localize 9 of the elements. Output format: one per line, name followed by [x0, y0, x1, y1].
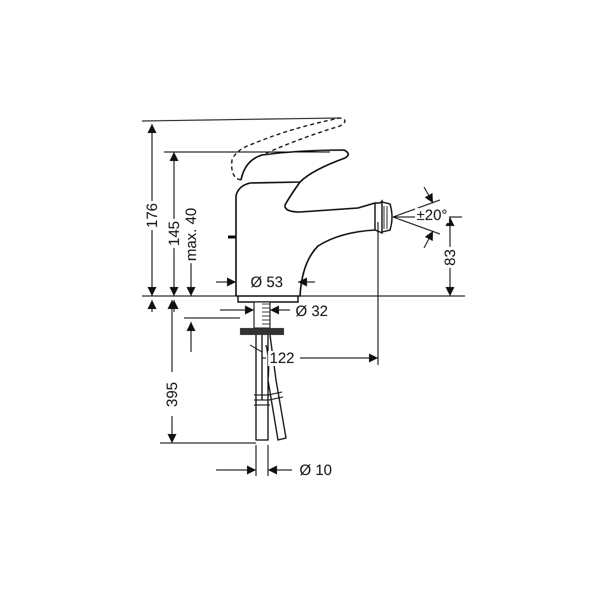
dimension-label: Ø 53: [248, 274, 286, 290]
dimension-label: 176: [144, 200, 160, 230]
dimension-label: max. 40: [184, 205, 199, 263]
dimension-label: Ø 10: [298, 462, 334, 478]
dimension-label: 83: [442, 246, 458, 268]
dimension-label: Ø 32: [294, 304, 330, 318]
dimension-label: 122: [268, 350, 297, 366]
dimension-label: 145: [166, 218, 182, 248]
dimension-label: ±20°: [414, 208, 450, 222]
